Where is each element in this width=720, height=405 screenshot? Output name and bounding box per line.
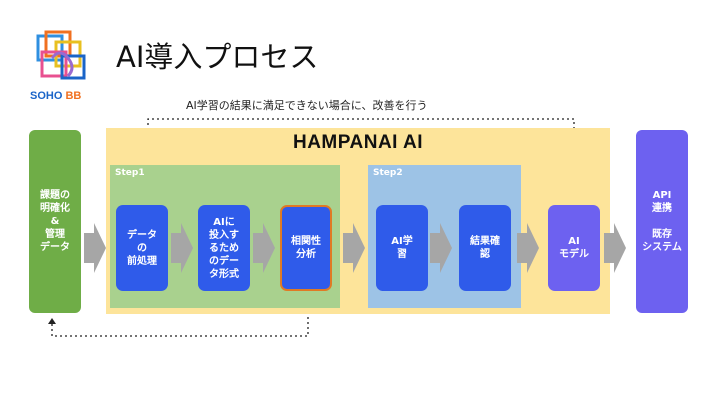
- feedback-arrowhead-bottom: [48, 318, 56, 324]
- logo-text: SOHO BB: [30, 90, 102, 102]
- hampanai-title: HAMPANAI AI: [292, 132, 424, 153]
- ai-learning-box: AI学 習: [376, 205, 428, 291]
- step2-label: Step2: [373, 168, 403, 178]
- correlation-analysis-box: 相関性 分析: [280, 205, 332, 291]
- logo-text-accent: BB: [65, 90, 82, 102]
- logo-text-main: SOHO: [30, 90, 66, 102]
- logo: SOHO BB: [30, 26, 94, 106]
- ai-data-format-box: AIに 投入す るため のデー タ形式: [198, 205, 250, 291]
- issue-clarification-box: 課題の 明確化 & 管理 データ: [29, 130, 81, 313]
- logo-cube-icon: [36, 30, 86, 80]
- arrow-1: [84, 223, 106, 273]
- data-preprocessing-box: データ の 前処理: [116, 205, 168, 291]
- step1-label: Step1: [115, 168, 145, 178]
- ai-model-box: AI モデル: [548, 205, 600, 291]
- loop-note: AI学習の結果に満足できない場合に、改善を行う: [186, 99, 428, 112]
- result-verification-box: 結果確 認: [459, 205, 511, 291]
- page-title: AI導入プロセス: [116, 40, 319, 74]
- api-integration-box: API 連携 既存 システム: [636, 130, 688, 313]
